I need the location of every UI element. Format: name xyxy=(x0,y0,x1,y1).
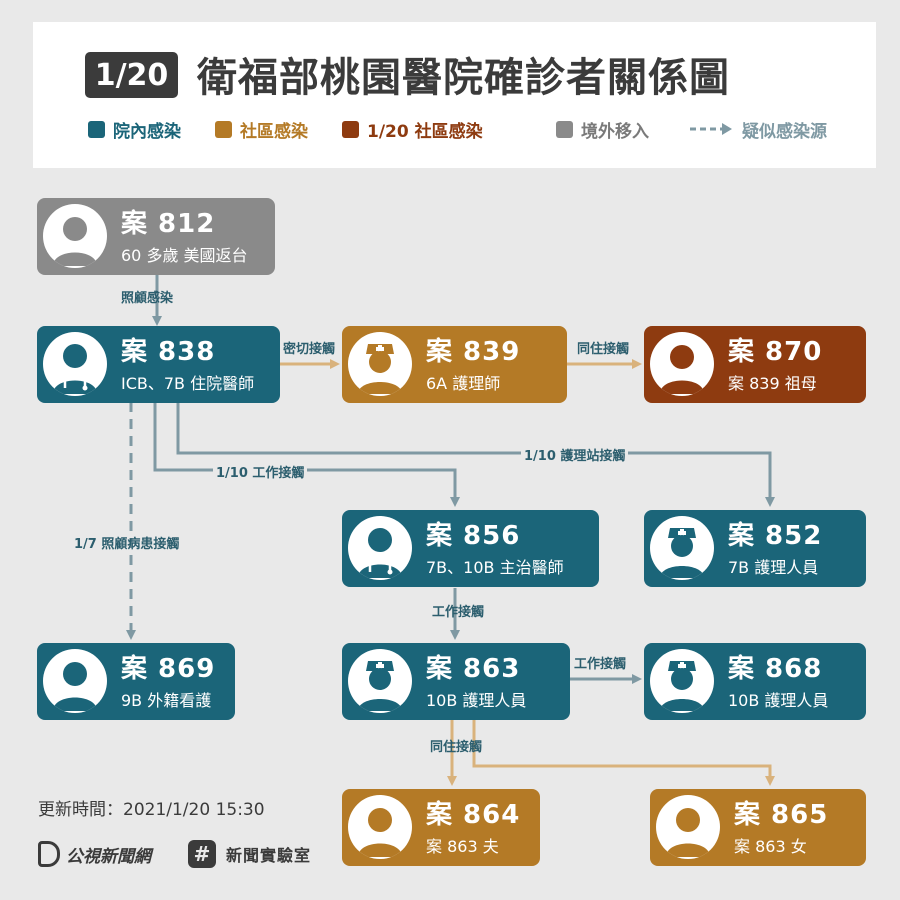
case-number: 案 868 xyxy=(728,654,823,684)
legend-suspected-label: 疑似感染源 xyxy=(742,121,827,142)
edge-863-865 xyxy=(472,718,775,786)
case-number: 案 856 xyxy=(426,521,521,551)
diagram-title: 衛福部桃園醫院確診者關係圖 xyxy=(197,55,730,101)
case-description: ICB、7B 住院醫師 xyxy=(121,374,255,393)
person-icon xyxy=(656,795,720,859)
case-node-838: 案 838 ICB、7B 住院醫師 xyxy=(37,326,280,403)
hash-icon: # xyxy=(188,840,216,868)
edge-label-863-864-865: 同住接觸 xyxy=(430,740,483,755)
case-number: 案 852 xyxy=(728,521,823,551)
legend-community-0120-label: 1/20 社區感染 xyxy=(367,121,483,142)
nurse-icon xyxy=(348,332,412,396)
legend-hospital-label: 院內感染 xyxy=(113,121,181,142)
nurse-icon xyxy=(348,649,412,713)
edge-label-863-868: 工作接觸 xyxy=(574,657,627,672)
legend-imported: 境外移入 xyxy=(556,117,649,142)
edge-838-852 xyxy=(176,402,775,507)
doctor-icon xyxy=(43,332,107,396)
legend-community-0120-swatch xyxy=(342,120,359,138)
nurse-icon xyxy=(650,516,714,580)
case-node-865: 案 865 案 863 女 xyxy=(650,789,866,866)
edge-label-838-839: 密切接觸 xyxy=(283,342,336,357)
case-number: 案 869 xyxy=(121,654,216,684)
edge-label-838-856: 1/10 工作接觸 xyxy=(213,462,308,481)
doctor-icon xyxy=(348,516,412,580)
edge-label-838-852: 1/10 護理站接觸 xyxy=(521,445,629,464)
case-description: 7B 護理人員 xyxy=(728,558,819,577)
pts-logo-icon xyxy=(38,841,60,867)
news-lab-logo: # 新聞實驗室 xyxy=(188,838,311,870)
case-node-870: 案 870 案 839 祖母 xyxy=(644,326,866,403)
legend-community: 社區感染 xyxy=(215,117,308,142)
legend-imported-swatch xyxy=(556,120,573,138)
case-description: 10B 護理人員 xyxy=(728,691,829,710)
person-icon xyxy=(43,204,107,268)
date-badge: 1/20 xyxy=(85,52,178,98)
case-description: 案 839 祖母 xyxy=(728,374,817,393)
case-description: 60 多歲 美國返台 xyxy=(121,246,248,265)
legend-imported-label: 境外移入 xyxy=(581,121,649,142)
case-node-856: 案 856 7B、10B 主治醫師 xyxy=(342,510,599,587)
legend-community-label: 社區感染 xyxy=(240,121,308,142)
case-description: 案 863 女 xyxy=(734,837,807,856)
nurse-icon xyxy=(650,649,714,713)
case-node-812: 案 812 60 多歲 美國返台 xyxy=(37,198,275,275)
person-icon xyxy=(43,649,107,713)
case-number: 案 838 xyxy=(121,337,216,367)
news-lab-text: 新聞實驗室 xyxy=(226,846,312,865)
edge-label-856-863: 工作接觸 xyxy=(432,605,485,620)
legend-suspected: 疑似感染源 xyxy=(688,117,827,142)
person-icon xyxy=(348,795,412,859)
case-description: 9B 外籍看護 xyxy=(121,691,212,710)
case-node-839: 案 839 6A 護理師 xyxy=(342,326,567,403)
case-number: 案 870 xyxy=(728,337,823,367)
dashed-arrow-icon xyxy=(690,123,732,135)
case-description: 7B、10B 主治醫師 xyxy=(426,558,564,577)
case-number: 案 839 xyxy=(426,337,521,367)
case-description: 6A 護理師 xyxy=(426,374,501,393)
case-number: 案 812 xyxy=(121,209,216,239)
legend-community-swatch xyxy=(215,120,232,138)
person-icon xyxy=(650,332,714,396)
legend-hospital-swatch xyxy=(88,120,105,138)
case-node-864: 案 864 案 863 夫 xyxy=(342,789,540,866)
edge-label-812-838: 照顧感染 xyxy=(121,291,174,306)
case-node-852: 案 852 7B 護理人員 xyxy=(644,510,866,587)
case-description: 10B 護理人員 xyxy=(426,691,527,710)
edge-label-839-870: 同住接觸 xyxy=(577,342,630,357)
legend-community-0120: 1/20 社區感染 xyxy=(342,117,483,142)
case-node-869: 案 869 9B 外籍看護 xyxy=(37,643,235,720)
pts-logo-text: 公視新聞網 xyxy=(66,846,151,867)
update-time: 更新時間：2021/1/20 15:30 xyxy=(38,800,265,820)
pts-news-logo: 公視新聞網 xyxy=(38,838,151,870)
legend-hospital: 院內感染 xyxy=(88,117,181,142)
case-description: 案 863 夫 xyxy=(426,837,499,856)
case-number: 案 865 xyxy=(734,800,829,830)
case-number: 案 863 xyxy=(426,654,521,684)
edge-label-838-869: 1/7 照顧病患接觸 xyxy=(74,537,180,552)
case-number: 案 864 xyxy=(426,800,521,830)
case-node-868: 案 868 10B 護理人員 xyxy=(644,643,866,720)
case-node-863: 案 863 10B 護理人員 xyxy=(342,643,570,720)
